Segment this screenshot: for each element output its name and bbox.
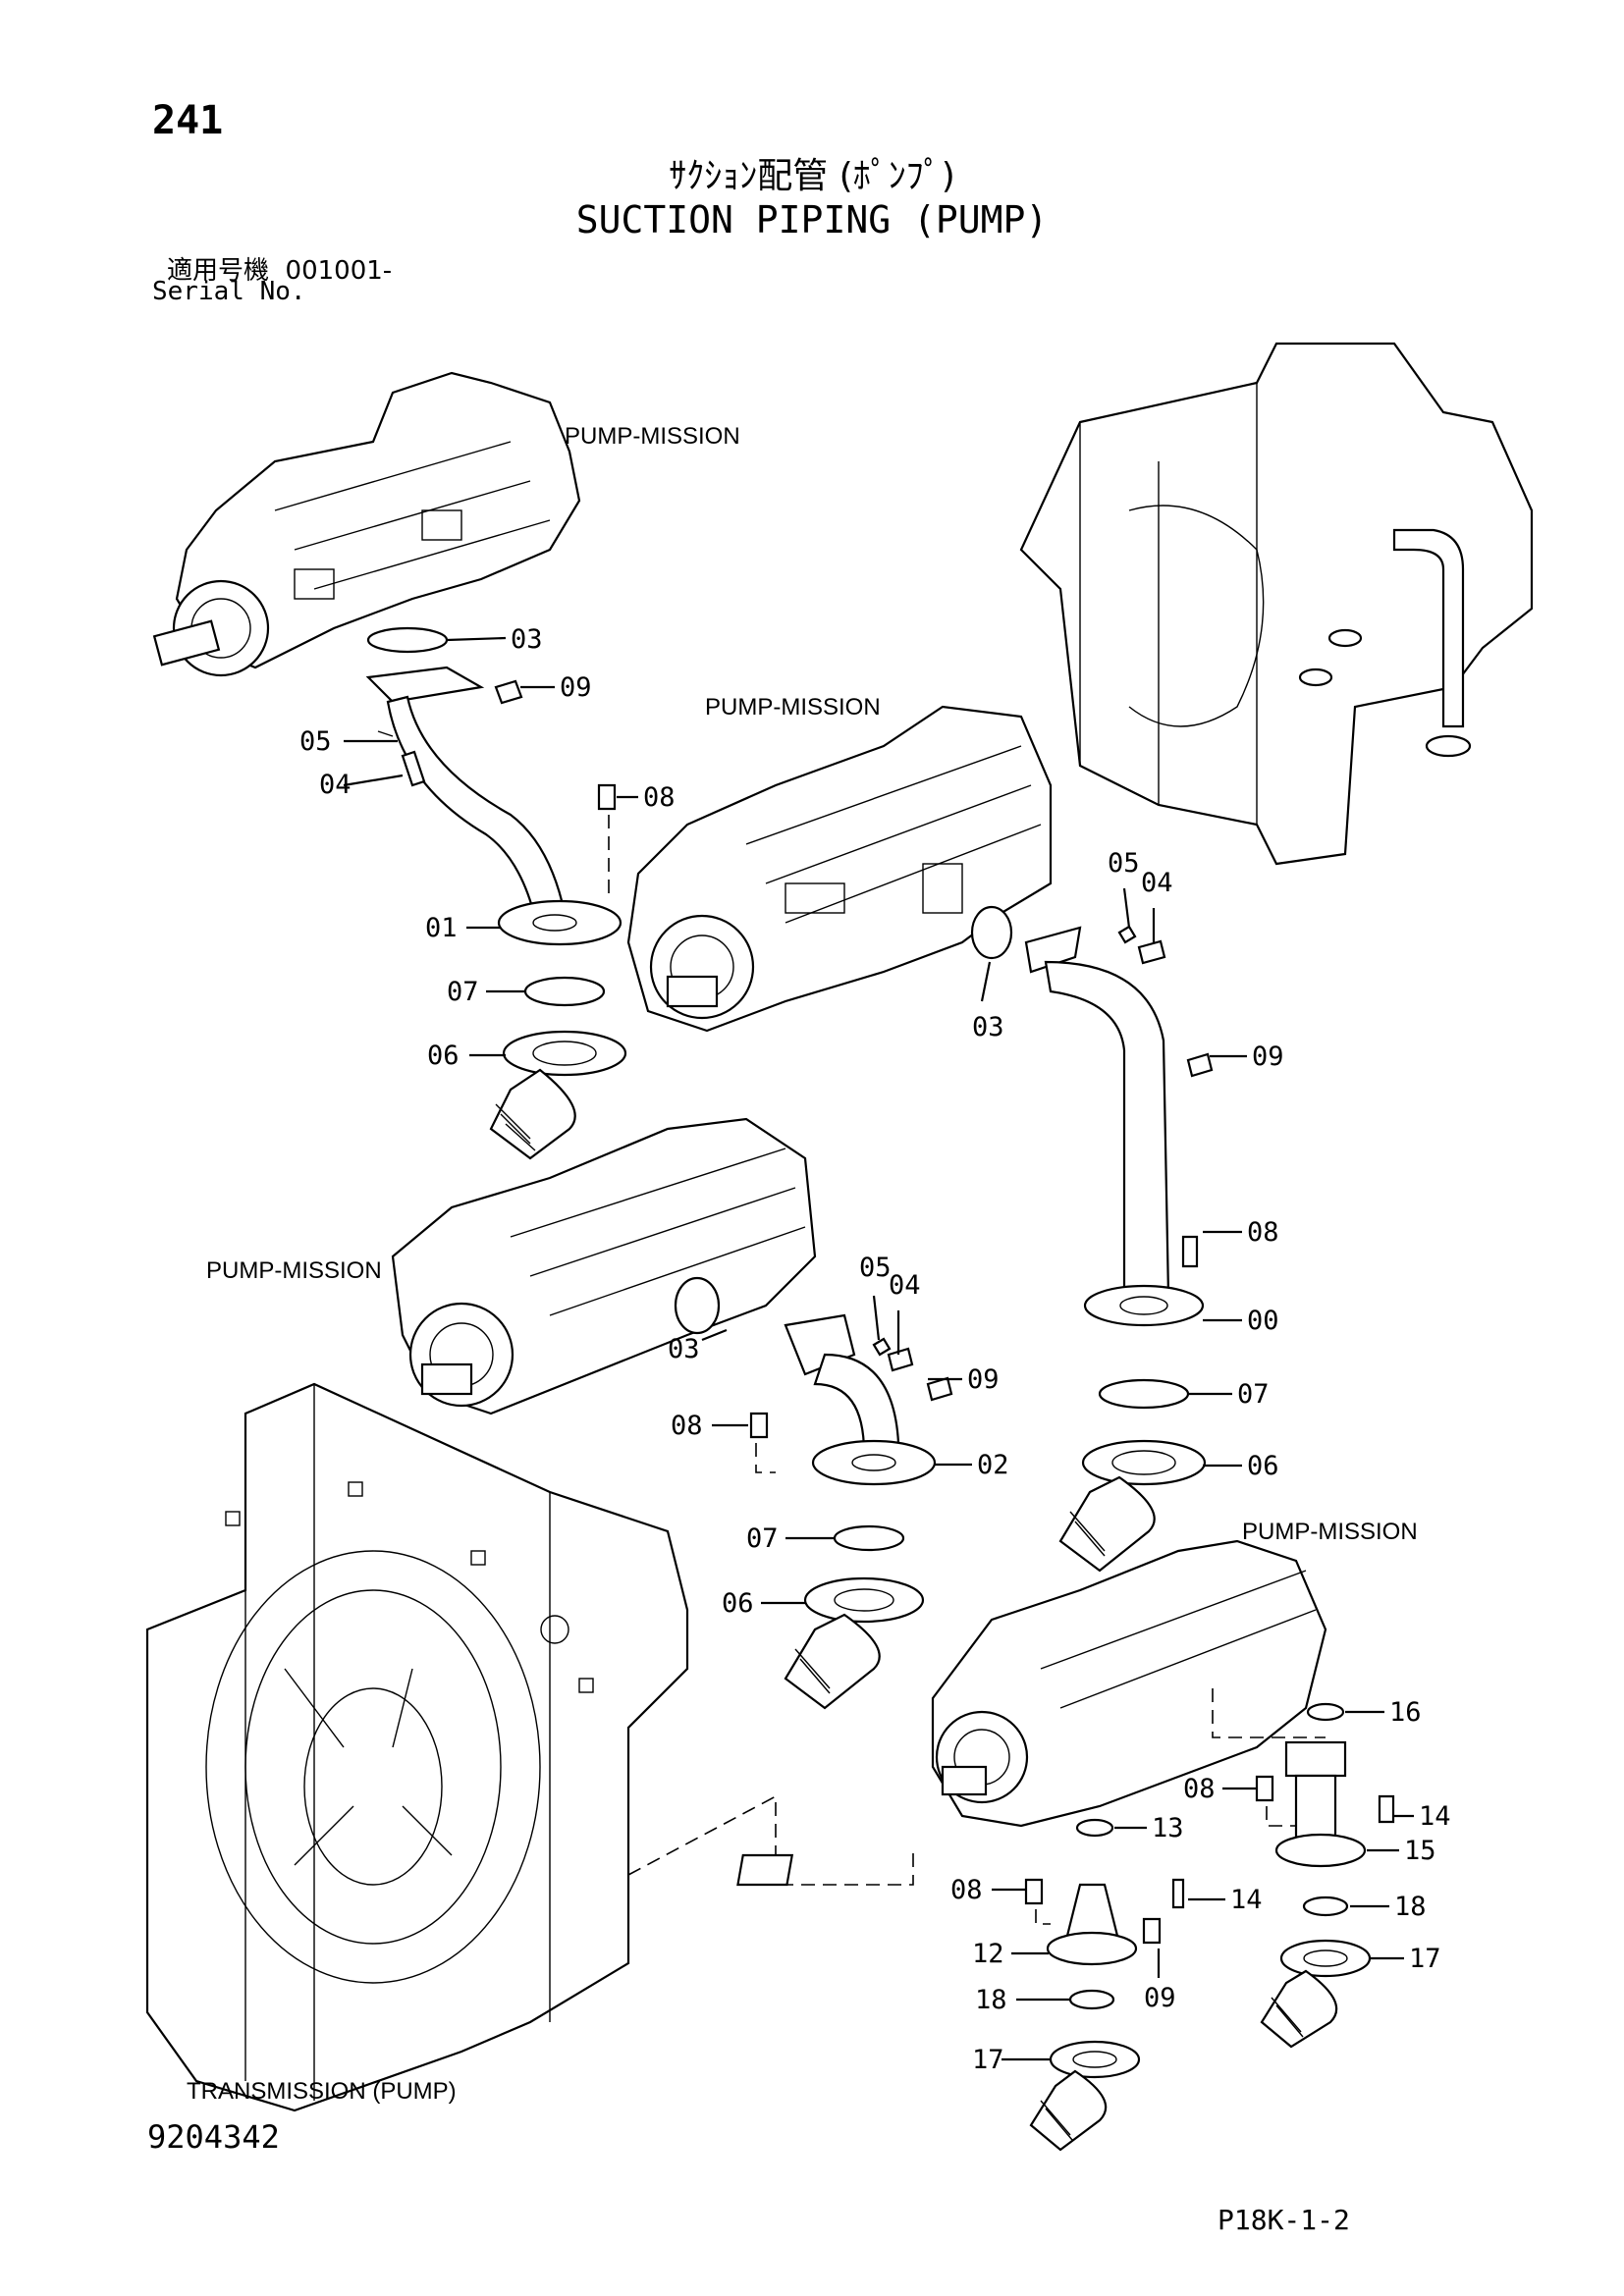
callout-number: 08 [950,1875,983,1905]
pump-mission-center [626,705,1053,1033]
pump-mission-top-left [152,371,581,677]
component-label-transmission: TRANSMISSION (PUMP) [187,2078,457,2105]
callout-number: 06 [722,1588,754,1619]
pump-mission-bottom-right [931,1539,1327,1828]
callout-number: 08 [1247,1217,1279,1248]
callout-number: 17 [972,2045,1004,2075]
component-label-pump-mission: PUMP-MISSION [705,694,881,721]
callout-number: 15 [1404,1836,1436,1866]
callout-number: 12 [972,1939,1004,1969]
callout-number: 14 [1230,1885,1263,1915]
callout-number: 18 [1394,1892,1427,1922]
transmission-housing [145,1382,914,2112]
callout-number: 06 [427,1041,460,1071]
serial-range: 適用号機 001001- [167,250,392,287]
callout-number: 16 [1389,1697,1422,1728]
callout-number: 07 [746,1523,779,1554]
component-label-pump-mission: PUMP-MISSION [565,423,740,450]
callout-number: 01 [425,913,458,943]
callout-number: 02 [977,1450,1009,1480]
callout-number: 08 [643,782,676,813]
callout-number: 00 [1247,1306,1279,1336]
callout-number: 04 [889,1270,921,1301]
callout-number: 07 [1237,1379,1270,1410]
title-japanese: ｻｸｼｮﾝ配管 (ﾎﾟﾝﾌﾟ) [669,156,955,196]
callout-number: 04 [1141,868,1173,898]
component-label-pump-mission: PUMP-MISSION [206,1257,382,1284]
engine-block [1019,342,1534,866]
callout-number: 03 [511,624,543,655]
callout-number: 03 [668,1334,700,1364]
suction-pipe-00 [1024,925,1214,1573]
callout-number: 05 [299,726,332,757]
callout-number: 09 [1144,1983,1176,2013]
suction-pipe-01 [365,626,627,1160]
callout-number: 17 [1409,1944,1441,1974]
serial-label-jp: 適用号機 [167,256,270,286]
callout-number: 04 [319,770,352,800]
leader-lines [343,636,1414,2061]
pump-mission-left-middle [391,1117,817,1415]
callout-number: 05 [859,1253,892,1283]
callout-number: 13 [1152,1813,1184,1843]
callout-number: 07 [447,977,479,1007]
serial-label-en: Serial No. [152,277,306,306]
callout-number: 09 [1252,1041,1284,1072]
callout-number: 14 [1419,1801,1451,1832]
callout-number: 08 [671,1411,703,1441]
figure-number: 9204342 [147,2118,280,2156]
callout-number: 05 [1108,848,1140,879]
page-number: 241 [152,98,224,143]
adapter-15-assembly [1255,1702,1395,2049]
callout-number: 09 [560,672,592,703]
callout-number: 09 [967,1364,1000,1395]
callout-number: 03 [972,1012,1004,1042]
callout-number: 18 [975,1985,1007,2015]
callout-number: 06 [1247,1451,1279,1481]
sheet-code: P18K-1-2 [1218,2204,1350,2236]
suction-pipe-02 [749,1313,953,1710]
callout-number: 08 [1183,1774,1216,1804]
adapter-12-assembly [736,1818,1185,2152]
serial-value: 001001- [285,256,393,286]
title-english: SUCTION PIPING (PUMP) [575,198,1049,241]
component-label-pump-mission: PUMP-MISSION [1242,1519,1418,1545]
